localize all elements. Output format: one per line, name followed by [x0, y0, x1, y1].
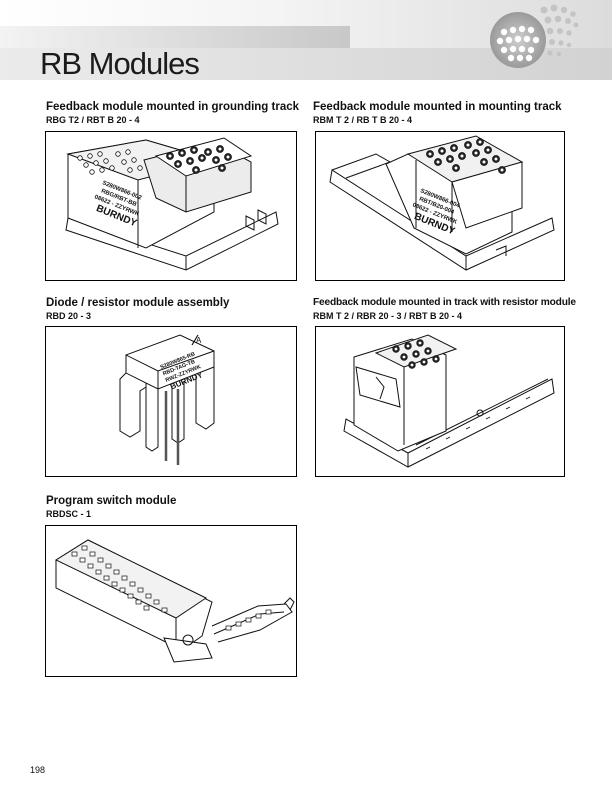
page-title: RB Modules: [40, 46, 200, 81]
figure-frame-mounting-track: S280W866-004 RBT/B20-004 08622 - ZZYRWK …: [315, 131, 565, 281]
anode-marker: A: [196, 336, 202, 345]
diode-resistor-module-illustration: A S280W865-RB RBD-TAG-TB RWZ-ZZYRWK BURN…: [119, 334, 215, 465]
section-mounting-track: Feedback module mounted in mounting trac…: [313, 100, 562, 126]
page-number: 198: [30, 765, 46, 775]
section-heading: Program switch module: [46, 495, 177, 507]
header-accent-bar: [0, 26, 350, 48]
feedback-module-grounding-illustration: S280W866-002 RBG/RBT-BB 08622 - ZZYRWK B…: [65, 137, 279, 271]
part-code: RBD 20 - 3: [46, 311, 92, 321]
part-code: RBG T2 / RBT B 20 - 4: [46, 115, 140, 125]
section-heading: Feedback module mounted in mounting trac…: [313, 101, 562, 113]
program-switch-module-illustration: [54, 539, 295, 663]
figure-frame-grounding-track: S280W866-002 RBG/RBT-BB 08622 - ZZYRWK B…: [45, 131, 297, 281]
section-diode-resistor: Diode / resistor module assembly RBD 20 …: [46, 296, 229, 322]
section-track-with-resistor: Feedback module mounted in track with re…: [313, 296, 576, 322]
section-heading: Feedback module mounted in grounding tra…: [46, 101, 300, 113]
feedback-module-mounting-illustration: S280W866-004 RBT/B20-004 08622 - ZZYRWK …: [329, 135, 555, 271]
figure-frame-program-switch: [45, 525, 297, 677]
figure-frame-track-with-resistor: [315, 326, 565, 477]
part-code: RBM T 2 / RBR 20 - 3 / RBT B 20 - 4: [313, 311, 463, 321]
part-code: RBM T 2 / RB T B 20 - 4: [313, 115, 413, 125]
figure-frame-diode-resistor: A S280W865-RB RBD-TAG-TB RWZ-ZZYRWK BURN…: [45, 326, 297, 477]
section-heading: Diode / resistor module assembly: [46, 297, 230, 309]
part-code: RBDSC - 1: [46, 509, 92, 519]
feedback-module-resistor-illustration: [343, 334, 555, 468]
dot-pattern-graphic: [490, 4, 579, 68]
section-program-switch: Program switch module RBDSC - 1: [46, 494, 176, 520]
section-grounding-track: Feedback module mounted in grounding tra…: [46, 100, 299, 126]
section-heading: Feedback module mounted in track with re…: [313, 297, 576, 308]
